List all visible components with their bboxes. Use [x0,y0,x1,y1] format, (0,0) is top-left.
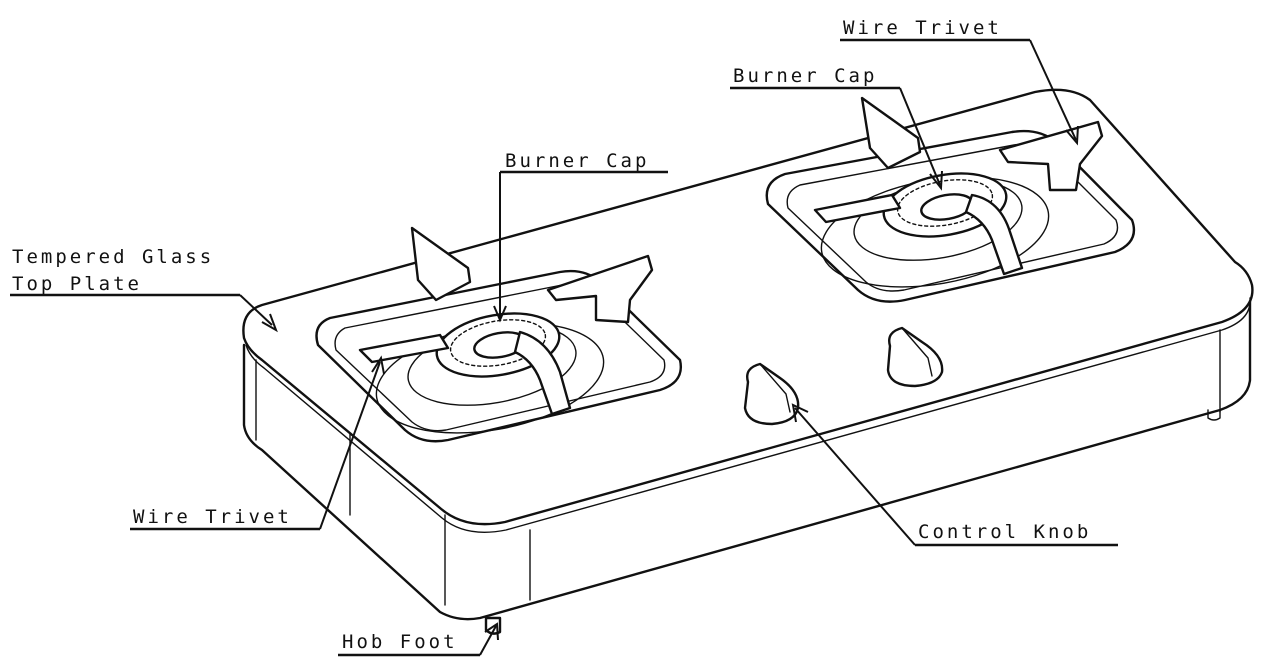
label-wire-trivet-left: Wire Trivet [133,506,292,528]
leader-wire-trivet-left [319,361,381,530]
left-burner-cap-fins [449,319,547,367]
label-burner-cap-right: Burner Cap [733,65,877,87]
left-trivet-arm-left [358,333,450,364]
right-burner-assembly [765,96,1136,303]
control-knob-right-ridge [901,327,933,377]
leader-burner-cap-right [899,87,941,186]
arrow-wire-trivet-right [1065,125,1079,146]
arrow-burner-cap-right [929,170,943,191]
arrow-tempered-glass [261,313,278,333]
label-hob-foot: Hob Foot [342,631,458,653]
arrow-hob-foot [484,622,499,641]
label-wire-trivet-right: Wire Trivet [843,17,1002,39]
hob-foot-2 [1207,409,1221,421]
label-burner-cap-left: Burner Cap [505,150,649,172]
leader-hob-foot [479,625,497,656]
arrow-wire-trivet-left [371,355,385,375]
label-tempered-glass-line2: Top Plate [12,273,142,295]
leader-tempered-glass [239,294,273,326]
leader-control-knob [794,407,916,546]
label-control-knob: Control Knob [918,521,1091,543]
callouts: Tempered Glass Top Plate Burner Cap Burn… [10,17,1118,657]
glass-edge-line [245,297,1251,533]
arrow-control-knob [791,403,809,423]
right-trivet-arm-front [964,193,1024,276]
right-trivet-arm-back [860,96,922,170]
left-trivet-arm-back [410,226,472,302]
left-trivet-arm-front [513,330,572,416]
control-knob-left-ridge [759,363,791,413]
label-tempered-glass-line1: Tempered Glass [12,246,214,268]
right-trivet-arm-left [813,193,902,224]
arrow-burner-cap-left [493,305,507,323]
control-knob-right [886,326,944,388]
left-burner-assembly [315,226,682,443]
left-trivet-arm-right [546,254,654,324]
leader-wire-trivet-right [1029,39,1077,141]
